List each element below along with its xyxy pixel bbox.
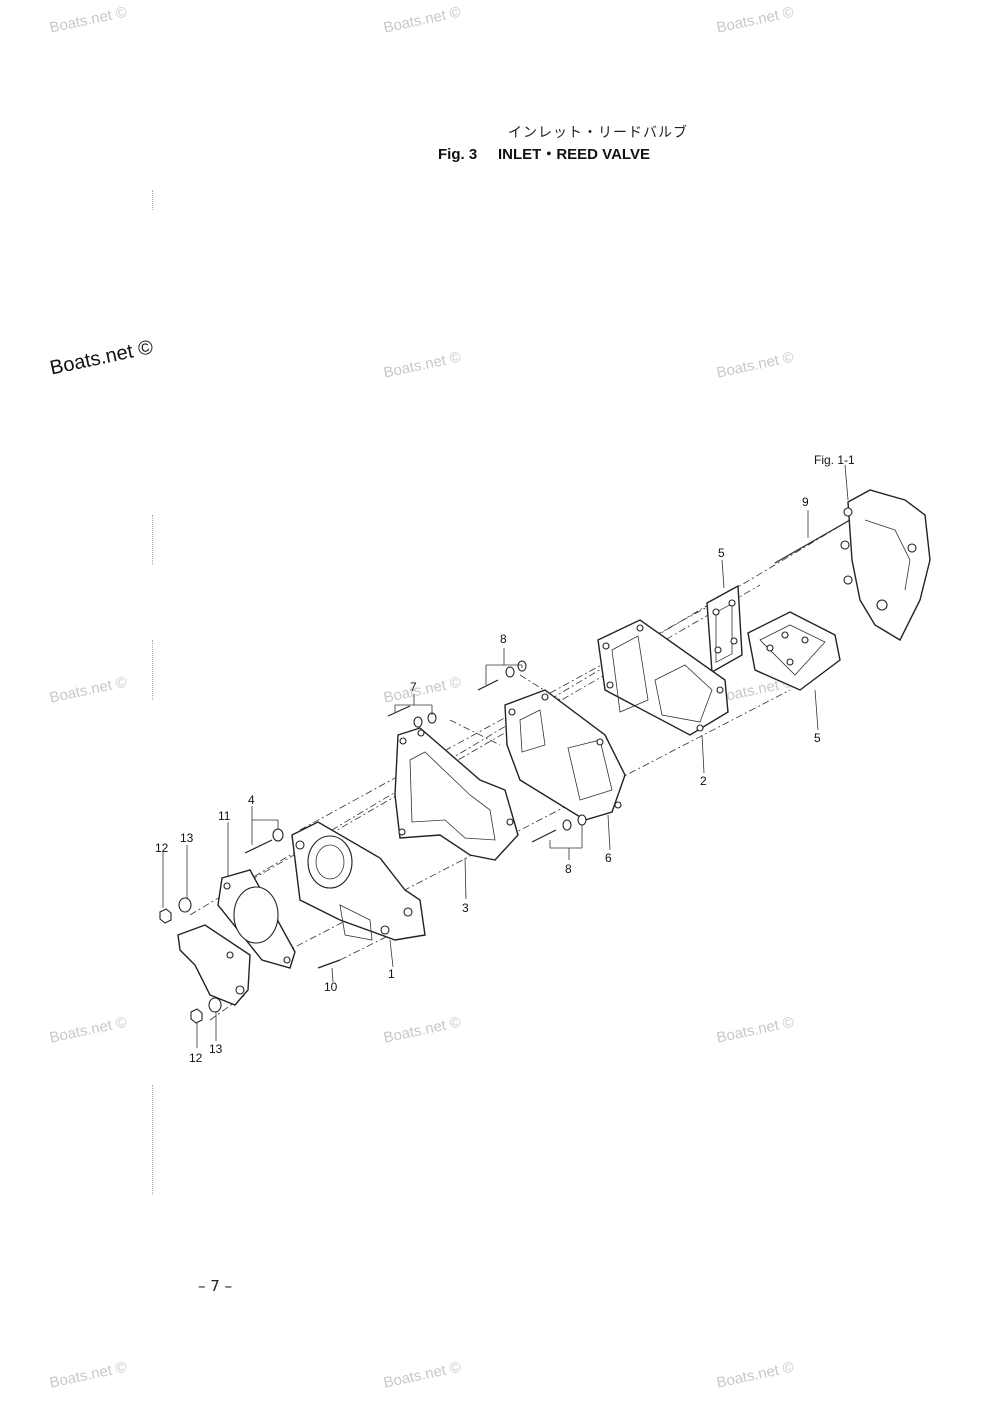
gasket-3	[394, 727, 519, 861]
callout-3: 3	[462, 901, 469, 915]
figure-title: Fig. 3 INLET・REED VALVE	[438, 146, 650, 163]
leader-lines	[162, 464, 849, 1048]
reed-plate-2	[597, 619, 729, 736]
margin-mark	[152, 515, 155, 565]
margin-mark	[152, 1085, 155, 1195]
margin-mark	[152, 640, 155, 700]
reference-label: Fig. 1-1	[814, 453, 855, 467]
callout-13: 13	[180, 831, 194, 845]
callout-1: 1	[388, 967, 395, 981]
bolt-7	[387, 705, 437, 728]
washer-13-upper	[178, 897, 192, 913]
callout-13: 13	[209, 1042, 223, 1056]
gasket-6	[504, 689, 626, 821]
figure-title-japanese: インレット・リードバルブ	[508, 125, 688, 141]
callout-5: 5	[718, 546, 725, 560]
callout-10: 10	[324, 980, 338, 994]
callout-11: 11	[218, 809, 231, 823]
callout-12: 12	[189, 1051, 203, 1065]
margin-mark	[152, 190, 155, 210]
page-number: – 7 –	[198, 1277, 233, 1295]
washer-13-lower	[208, 997, 222, 1013]
inlet-manifold-1	[291, 821, 426, 941]
reed-valve-5-upper	[706, 584, 743, 674]
nut-12-lower	[190, 1008, 203, 1024]
gasket-11	[217, 869, 296, 969]
callout-5: 5	[814, 731, 821, 745]
callout-8: 8	[565, 862, 572, 876]
callout-12: 12	[155, 841, 169, 855]
carburetor-body	[177, 924, 251, 1006]
bolt-4	[244, 828, 284, 854]
callout-6: 6	[605, 851, 612, 865]
callout-8: 8	[500, 632, 507, 646]
callout-2: 2	[700, 774, 707, 788]
stud-bolt-9	[774, 519, 851, 564]
engine-block-outline	[840, 489, 931, 641]
nut-12-upper	[159, 908, 172, 924]
callout-4: 4	[248, 793, 255, 807]
reed-valve-5-lower	[747, 611, 841, 691]
callout-7: 7	[410, 680, 417, 694]
stud-10	[317, 959, 341, 969]
bolt-8-lower	[531, 814, 587, 843]
callout-9: 9	[802, 495, 809, 509]
